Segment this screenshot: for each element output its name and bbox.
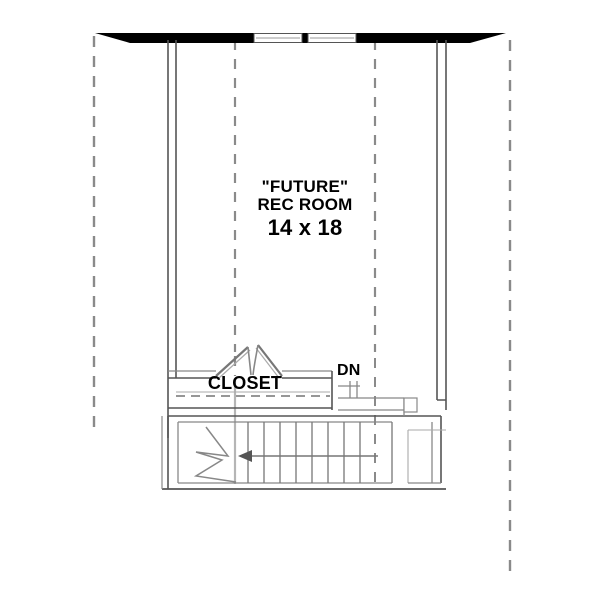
dashed-extent-lines [92, 36, 512, 572]
closet-door-right-panel-inner [255, 347, 280, 379]
top-wall-windows [253, 33, 357, 43]
stair-direction-arrow-head [238, 450, 252, 462]
left-interior-wall [167, 40, 177, 438]
stair-right-return [408, 399, 446, 484]
stair-break-line-path [193, 426, 237, 483]
top-wall-left-taper [95, 33, 168, 43]
stairwell [161, 381, 446, 490]
top-wall-pier-center [302, 33, 308, 43]
interior-dashed-lines [233, 40, 377, 484]
closet-door-right-swing-arc [252, 344, 259, 376]
rec-room-dimensions-label: 14 x 18 [267, 215, 343, 240]
stair-break-line [193, 426, 237, 483]
stair-direction-label: DN [337, 362, 361, 379]
top-wall-segment-right [356, 33, 446, 43]
closet-bifold-doors [215, 344, 283, 379]
rec-room-name-label: "FUTURE" REC ROOM [257, 177, 353, 215]
top-wall-right-taper [446, 33, 506, 43]
stair-landing-detail [338, 381, 418, 416]
landing-newel-post [403, 397, 418, 413]
closet-door-right-panel-outer [257, 344, 283, 377]
stair-direction-arrow [238, 450, 378, 462]
closet-door-left-panel-outer [215, 346, 249, 377]
stair-treads [247, 422, 409, 483]
closet-door-left-panel-inner [218, 349, 251, 379]
top-wall-segment-left [168, 33, 254, 43]
closet-enclosure [168, 370, 333, 410]
top-exterior-wall [95, 33, 506, 43]
closet-door-left-swing-arc [247, 346, 252, 376]
closet-name-label: CLOSET [207, 373, 283, 393]
right-interior-wall [436, 40, 447, 410]
